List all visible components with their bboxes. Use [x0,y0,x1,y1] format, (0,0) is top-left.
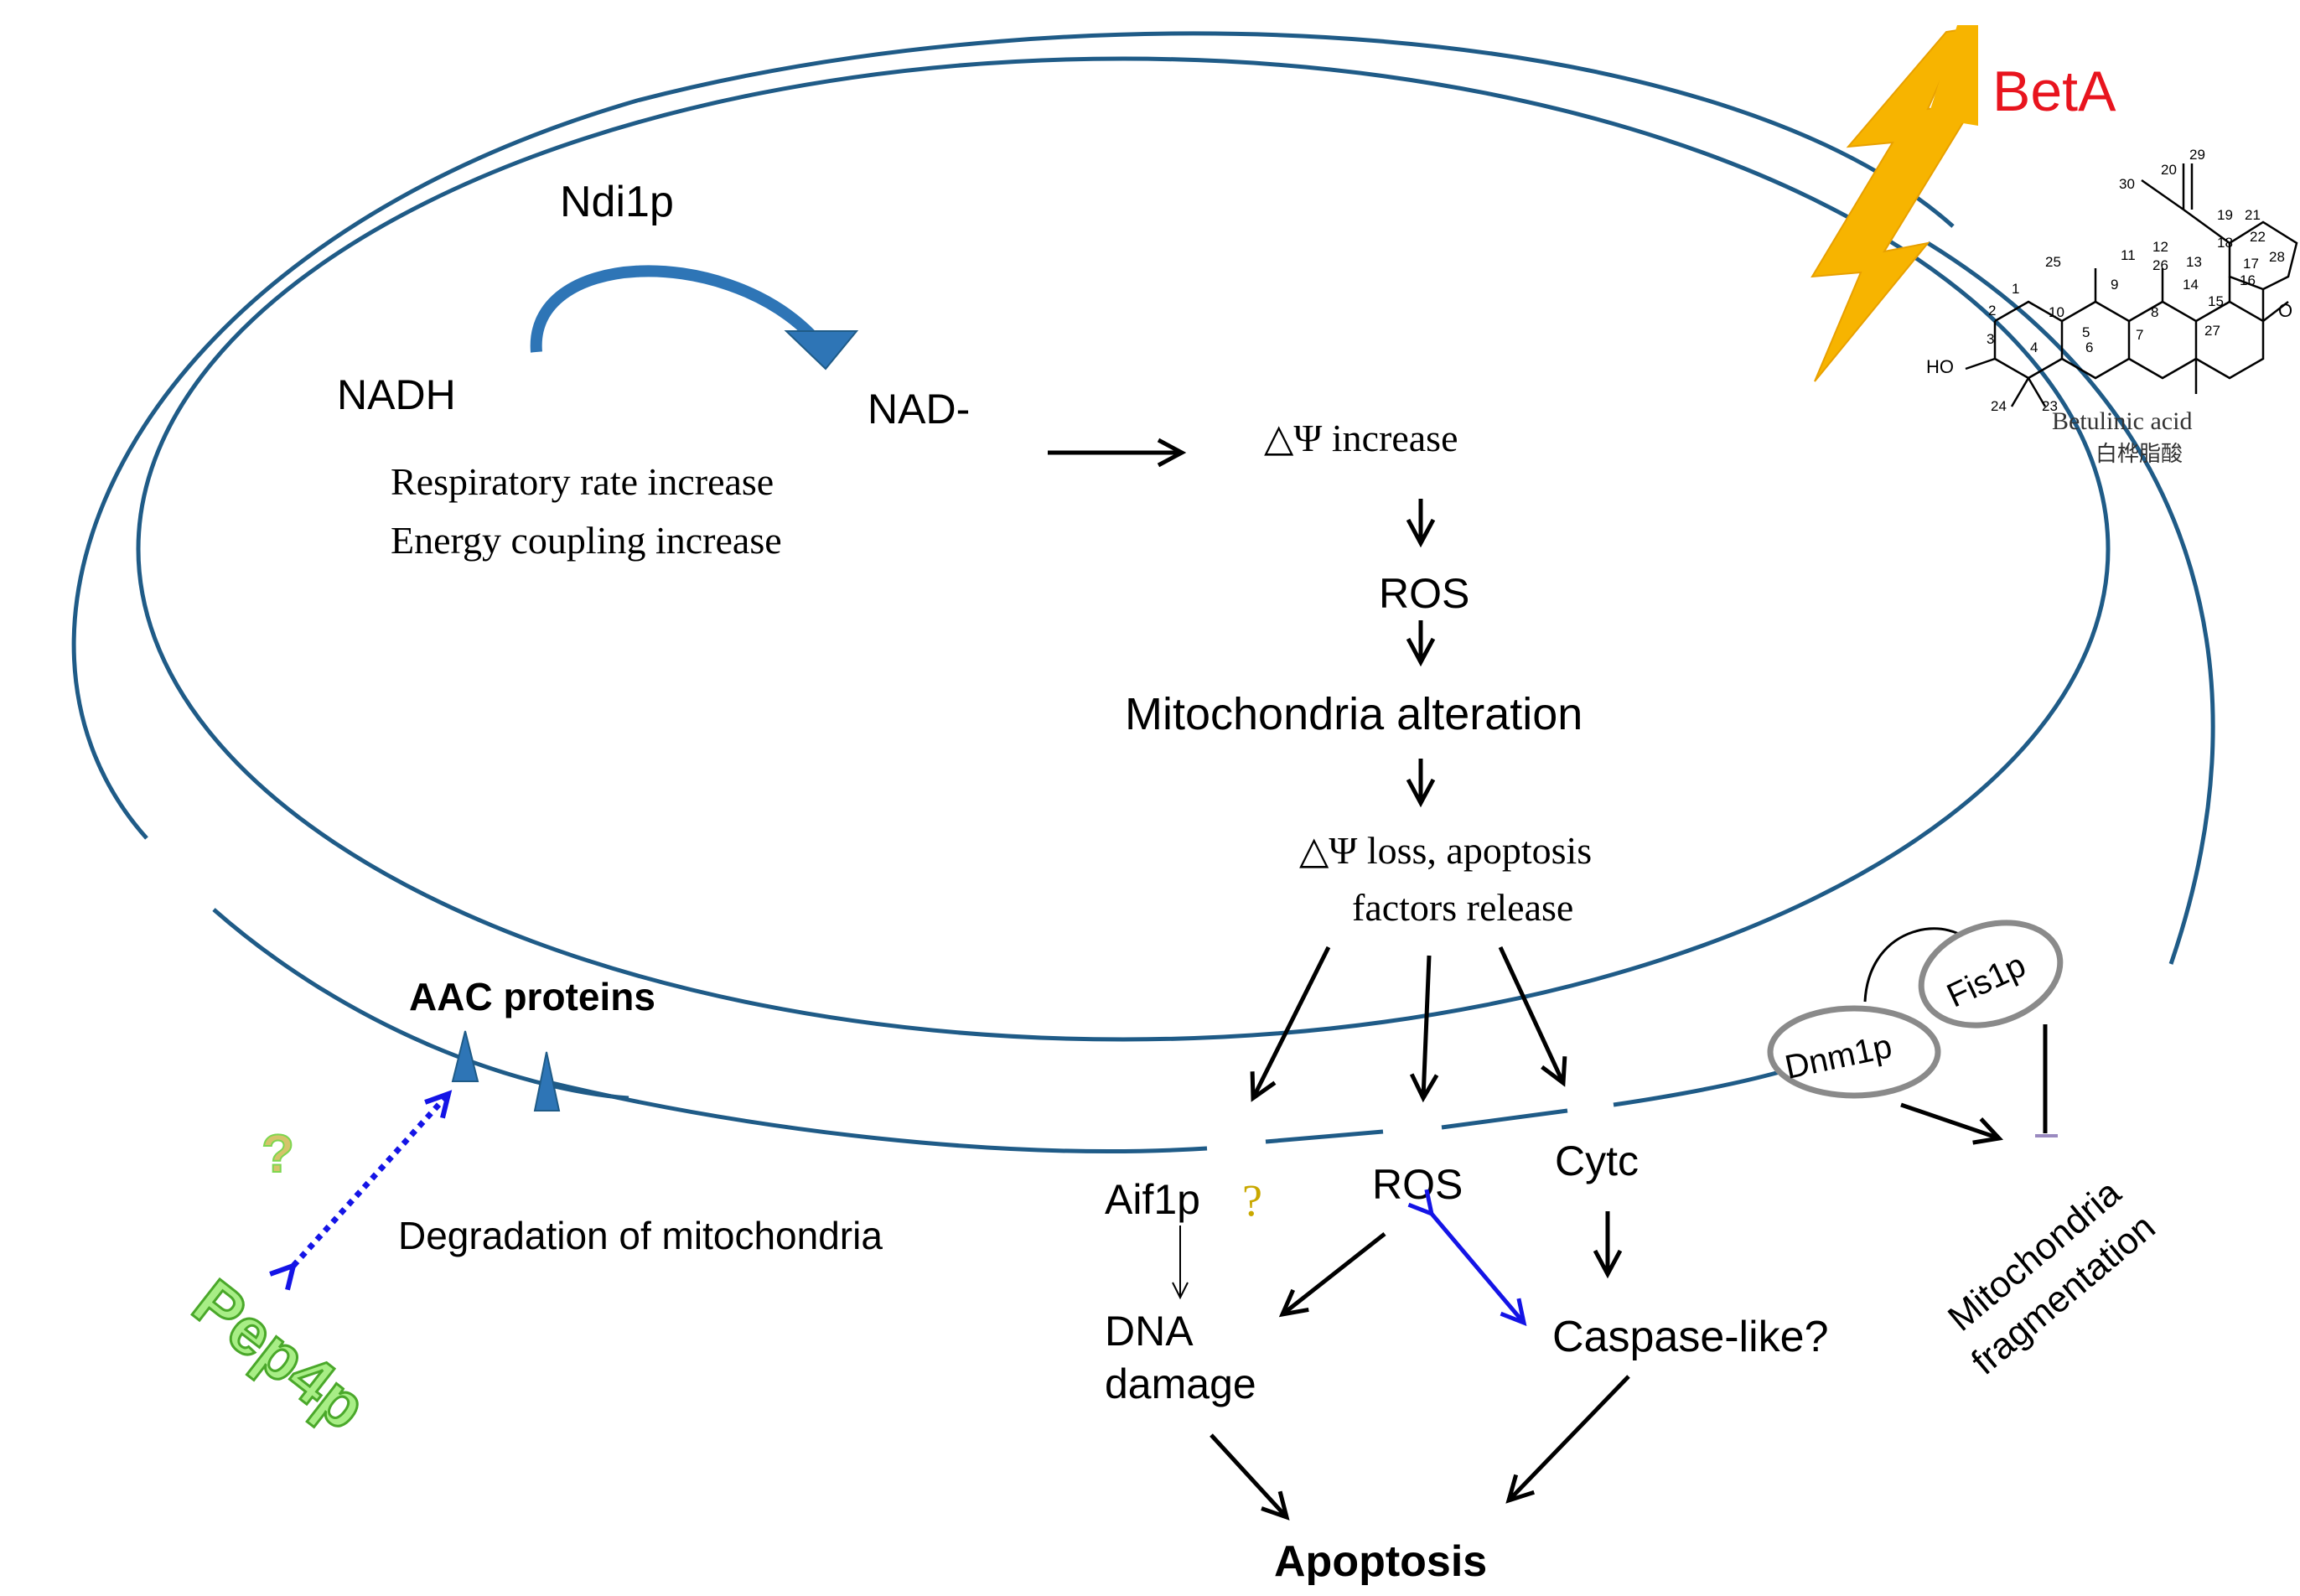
arrow-dna-to-apoptosis [1210,1433,1290,1521]
svg-text:3: 3 [1987,331,1994,347]
svg-text:9: 9 [2111,277,2118,293]
membrane-triangle-icon [451,1030,479,1082]
membrane-triangle-icon-2 [533,1051,561,1112]
pep4p-label: Pep4p [180,1265,381,1443]
dna-text-1: DNA [1105,1308,1194,1355]
svg-text:10: 10 [2049,304,2064,320]
arrow-to-ros [1409,955,1439,1103]
mito-alteration-text: Mitochondria alteration [1125,689,1583,739]
dpsi-increase-text: △Ψ increase [1264,417,1458,459]
molecule-atom-labels: 29 20 30 19 21 22 18 17 28 OH 12 13 26 1… [1926,147,2292,414]
svg-text:HO: HO [1926,356,1954,377]
svg-text:21: 21 [2245,207,2261,223]
arrow-caspase-to-apoptosis [1505,1375,1630,1504]
svg-text:12: 12 [2152,239,2168,255]
svg-text:14: 14 [2183,277,2199,293]
energy-coupling-text: Energy coupling increase [391,519,782,562]
cytc-text: Cytc [1555,1137,1639,1184]
ndi1p-label: Ndi1p [560,178,674,226]
inner-membrane [136,56,2111,1042]
ros-bottom-text: ROS [1372,1161,1463,1208]
nad-label: NAD- [868,386,970,433]
outer-membrane [71,31,1955,840]
aac-proteins-label: AAC proteins [409,975,655,1018]
arrow-ros-caspase-bidirectional [1407,1189,1527,1327]
arrow-dnm1p-to-fragmentation [1900,1102,2004,1145]
svg-text:13: 13 [2186,254,2202,270]
dnm1p-ellipse [1767,1005,1941,1099]
svg-text:27: 27 [2204,323,2220,339]
ros-top-text: ROS [1379,570,1469,617]
svg-text:5: 5 [2082,324,2090,340]
svg-text:25: 25 [2045,254,2061,270]
dpsi-loss-text-1: △Ψ loss, apoptosis [1299,829,1592,872]
arrow-to-cytc [1498,946,1567,1087]
svg-text:8: 8 [2151,304,2158,320]
svg-text:30: 30 [2119,176,2135,192]
svg-text:19: 19 [2217,207,2233,223]
lightning-bolt-top-icon [1928,25,1978,126]
svg-text:18: 18 [2217,235,2233,251]
nadh-label: NADH [337,371,456,418]
svg-text:O: O [2278,300,2292,321]
svg-text:22: 22 [2250,229,2266,245]
fis1p-ellipse [1918,920,2064,1029]
svg-text:15: 15 [2208,293,2224,309]
curved-arrow-icon [530,265,816,353]
molecule-name-cn: 白桦脂酸 [2095,442,2183,466]
outer-membrane-gap-1 [1265,1129,1384,1144]
outer-membrane-right [1926,241,2215,965]
degradation-text: Degradation of mitochondria [398,1214,883,1257]
question-green: ? [262,1123,294,1184]
dpsi-loss-text-2: factors release [1352,886,1573,929]
svg-text:24: 24 [1991,398,2007,414]
svg-text:6: 6 [2085,339,2093,355]
arrow-ros-to-dna [1278,1232,1386,1318]
svg-text:17: 17 [2243,256,2259,272]
svg-text:2: 2 [1988,303,1996,319]
respiratory-rate-text: Respiratory rate increase [391,460,774,503]
outer-membrane-gap-2 [1441,1108,1568,1130]
apoptosis-text: Apoptosis [1274,1537,1487,1586]
dna-text-2: damage [1105,1360,1256,1407]
svg-text:4: 4 [2030,339,2038,355]
curved-arrow-head-icon [784,330,859,370]
arrow-to-aif1p [1250,946,1331,1102]
svg-text:16: 16 [2240,272,2256,288]
svg-text:20: 20 [2161,162,2177,178]
aif1p-question: ? [1242,1175,1262,1226]
svg-text:1: 1 [2012,281,2019,297]
svg-text:29: 29 [2189,147,2205,163]
svg-text:28: 28 [2269,249,2285,265]
molecule-name: Betulinic acid [2052,407,2192,435]
svg-text:23: 23 [2042,398,2058,414]
beta-label: BetA [1992,60,2116,123]
outer-membrane-right-end [2045,469,2246,947]
betulinic-acid-structure [1965,163,2298,407]
aif1p-text: Aif1p [1105,1176,1200,1223]
aac-pep4p-dotted-arrow [269,1090,453,1291]
svg-text:26: 26 [2152,257,2168,273]
svg-text:7: 7 [2136,327,2143,343]
svg-text:11: 11 [2121,247,2136,263]
outer-membrane-bottom-right [544,1079,1208,1153]
caspase-text: Caspase-like? [1552,1313,1829,1361]
